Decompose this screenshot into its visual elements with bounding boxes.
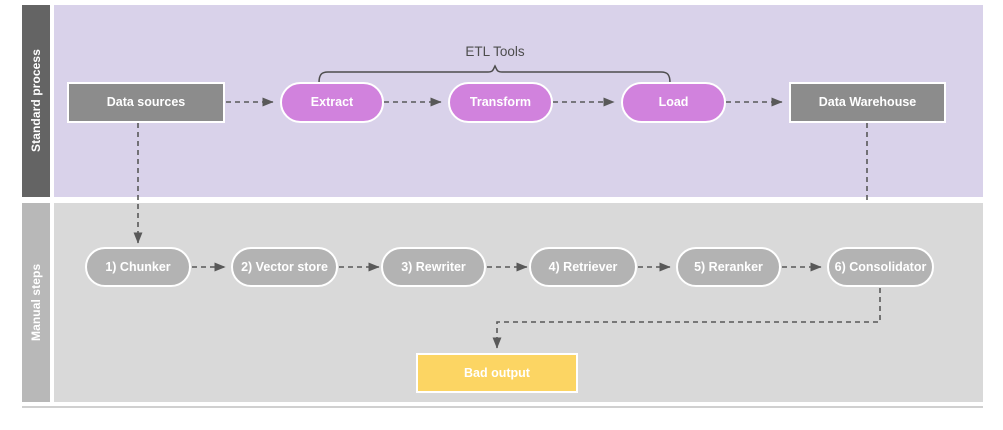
node-retriever[interactable]: 4) Retriever	[529, 247, 637, 287]
node-transform[interactable]: Transform	[448, 82, 553, 123]
node-consolidator[interactable]: 6) Consolidator	[827, 247, 934, 287]
node-rewriter[interactable]: 3) Rewriter	[381, 247, 486, 287]
node-data-sources[interactable]: Data sources	[67, 82, 225, 123]
node-extract[interactable]: Extract	[280, 82, 384, 123]
manual-steps-lane-label: Manual steps	[22, 203, 50, 402]
etl-tools-label: ETL Tools	[465, 44, 525, 59]
node-load[interactable]: Load	[621, 82, 726, 123]
node-data-warehouse[interactable]: Data Warehouse	[789, 82, 946, 123]
node-bad-output[interactable]: Bad output	[416, 353, 578, 393]
bottom-divider	[22, 406, 983, 408]
node-chunker[interactable]: 1) Chunker	[85, 247, 191, 287]
node-reranker[interactable]: 5) Reranker	[676, 247, 781, 287]
node-vector-store[interactable]: 2) Vector store	[231, 247, 338, 287]
standard-process-lane-label: Standard process	[22, 5, 50, 197]
